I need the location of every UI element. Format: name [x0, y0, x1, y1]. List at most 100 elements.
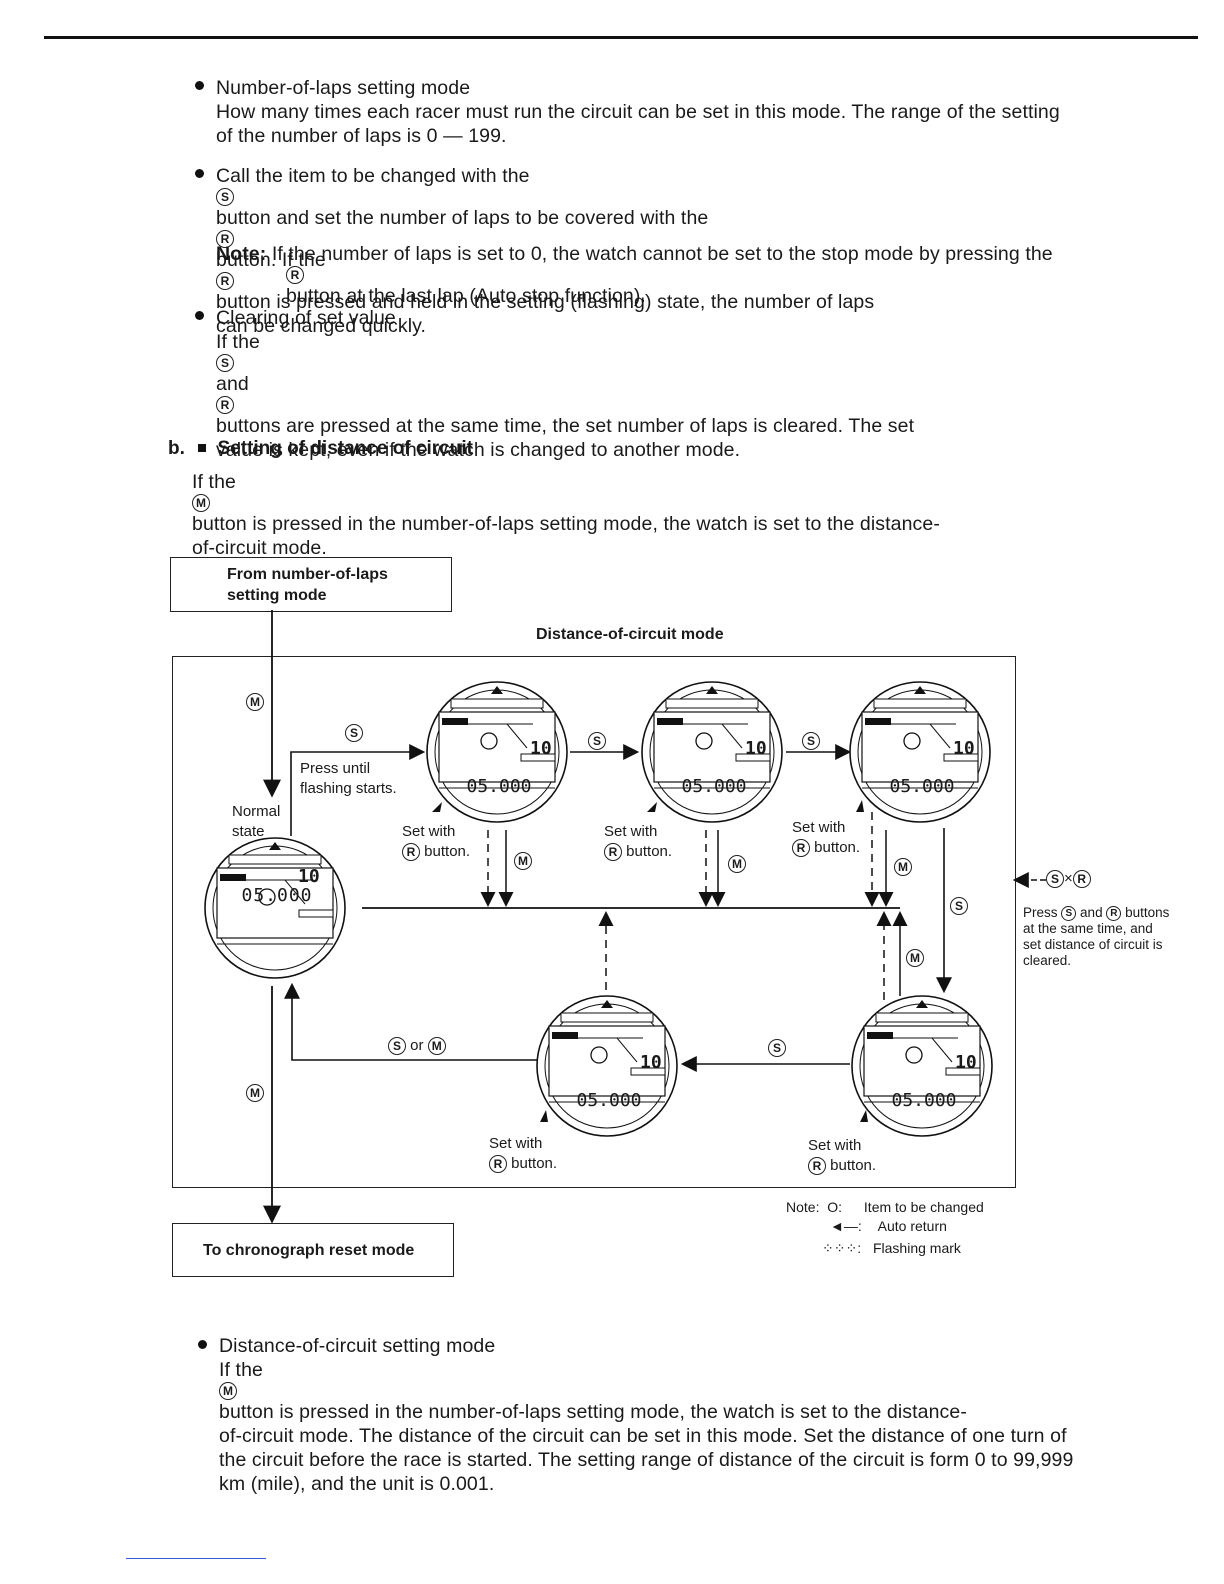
r-button-symbol: R	[286, 266, 304, 284]
s-button-symbol: S	[802, 732, 820, 750]
legend: Note: O: Item to be changed ◄—: Auto ret…	[786, 1198, 984, 1258]
text: set distance of circuit is	[1023, 937, 1163, 952]
text: If the	[216, 331, 260, 353]
text: at the same time, and	[1023, 921, 1153, 936]
text: button.	[511, 1155, 558, 1172]
text: button.	[424, 843, 471, 860]
watch-normal	[204, 837, 346, 979]
r-button-symbol: R	[216, 272, 234, 290]
mode-frame	[172, 656, 1016, 1188]
to-reset-box: To chronograph reset mode	[172, 1223, 454, 1277]
text: buttons are pressed at the same time, th…	[216, 415, 915, 437]
m-button-symbol: M	[894, 858, 912, 876]
text: button is pressed in the number-of-laps …	[219, 1401, 967, 1423]
bullet	[195, 81, 204, 90]
laps-body-line: How many times each racer must run the c…	[216, 101, 1060, 123]
watch-4-laps: 10	[955, 1052, 977, 1073]
s-button-symbol: S	[1046, 870, 1064, 889]
laps-note: Note: If the number of laps is set to 0,…	[216, 242, 1156, 308]
set-with-label: Set with R button.	[402, 822, 470, 862]
mode-title: Distance-of-circuit mode	[536, 626, 724, 643]
r-button-symbol: R	[808, 1157, 826, 1176]
text: Set with	[808, 1137, 862, 1154]
r-button-symbol: R	[604, 843, 622, 862]
distance-paragraph: Distance-of-circuit setting mode If the …	[219, 1334, 1159, 1496]
set-with-label: Set with R button.	[604, 822, 672, 862]
laps-title: Number-of-laps setting mode	[216, 77, 471, 99]
m-button-symbol: M	[728, 855, 746, 873]
watch-normal-laps: 10	[298, 866, 320, 887]
text: Clearing of set value	[216, 307, 396, 329]
text: button is pressed in the number-of-laps …	[192, 513, 940, 535]
auto-return-arrow-icon: ◄—:	[830, 1218, 862, 1234]
text: button is pressed and held in the settin…	[216, 291, 875, 313]
s-or-m-label: S or M	[388, 1036, 446, 1056]
text: button.	[814, 839, 861, 856]
text: If the	[219, 1359, 263, 1381]
section-label: b.	[168, 438, 185, 459]
text: the circuit before the race is started. …	[219, 1449, 1074, 1471]
r-button-symbol: R	[216, 396, 234, 414]
square-bullet	[198, 444, 207, 452]
watch-normal-distance: 05.000	[241, 885, 313, 906]
m-button-symbol: M	[246, 1084, 264, 1102]
m-button-symbol: M	[906, 949, 924, 967]
s-button-symbol: S	[216, 188, 234, 206]
text: state	[232, 823, 265, 840]
set-with-label: Set with R button.	[792, 818, 860, 858]
text: cleared.	[1023, 953, 1072, 968]
text: buttons	[1125, 905, 1170, 920]
note-label: Note:	[216, 243, 267, 265]
text: Call the item to be changed with the	[216, 165, 530, 187]
text: of-circuit mode.	[192, 537, 327, 559]
s-button-symbol: S	[1061, 905, 1077, 921]
text: setting mode	[227, 587, 327, 604]
m-button-symbol: M	[514, 852, 532, 870]
r-button-symbol: R	[792, 839, 810, 858]
watch-5-distance: 05.000	[576, 1090, 642, 1111]
header-rule	[44, 36, 1198, 39]
text: Auto return	[877, 1218, 947, 1234]
r-button-symbol: R	[402, 843, 420, 862]
text: can be changed quickly.	[216, 315, 427, 337]
text: If the number of laps is set to 0, the w…	[271, 243, 1053, 265]
section-b-heading: b. Setting of distance of circuit	[168, 438, 473, 460]
section-title: Setting of distance of circuit	[217, 438, 473, 459]
text: O:	[827, 1199, 843, 1215]
watch-1-distance: 05.000	[466, 776, 532, 797]
section-b-intro: If the M button is pressed in the number…	[192, 470, 1152, 560]
text: km (mile), and the unit is 0.001.	[219, 1473, 495, 1495]
text: Press until	[300, 760, 371, 777]
text: button.	[830, 1157, 877, 1174]
clear-note: Press S and R buttons at the same time, …	[1023, 905, 1198, 969]
text: and	[216, 373, 249, 395]
text: button.	[626, 843, 673, 860]
text: flashing starts.	[300, 780, 397, 797]
r-button-symbol: R	[489, 1155, 507, 1174]
watch-5-laps: 10	[640, 1052, 662, 1073]
m-button-symbol: M	[192, 494, 210, 512]
s-button-symbol: S	[345, 724, 363, 742]
text: button and set the number of laps to be …	[216, 207, 709, 229]
text: button. If the	[216, 249, 326, 271]
watch-2-laps: 10	[745, 738, 767, 759]
watch-4-distance: 05.000	[891, 1090, 957, 1111]
normal-state-label: Normal state	[232, 802, 280, 842]
text: or	[410, 1037, 424, 1054]
text: Note:	[786, 1199, 820, 1215]
set-with-label: Set with R button.	[489, 1134, 557, 1174]
laps-body-line: of the number of laps is 0 — 199.	[216, 125, 507, 147]
r-button-symbol: R	[216, 230, 234, 248]
r-button-symbol: R	[1072, 870, 1091, 889]
text: Press	[1023, 905, 1058, 920]
laps-paragraph: Number-of-laps setting mode How many tim…	[216, 76, 1156, 148]
watch-3-distance: 05.000	[889, 776, 955, 797]
bullet	[198, 1340, 207, 1349]
m-button-symbol: M	[427, 1037, 446, 1056]
s-button-symbol: S	[950, 897, 968, 915]
flashing-mark-icon: ⁘⁘⁘:	[822, 1240, 862, 1256]
text: of-circuit mode. The distance of the cir…	[219, 1425, 1067, 1447]
text: Normal	[232, 803, 281, 820]
text: Set with	[402, 823, 456, 840]
laps-clear-paragraph: Clearing of set value If the S and R but…	[216, 306, 1156, 462]
